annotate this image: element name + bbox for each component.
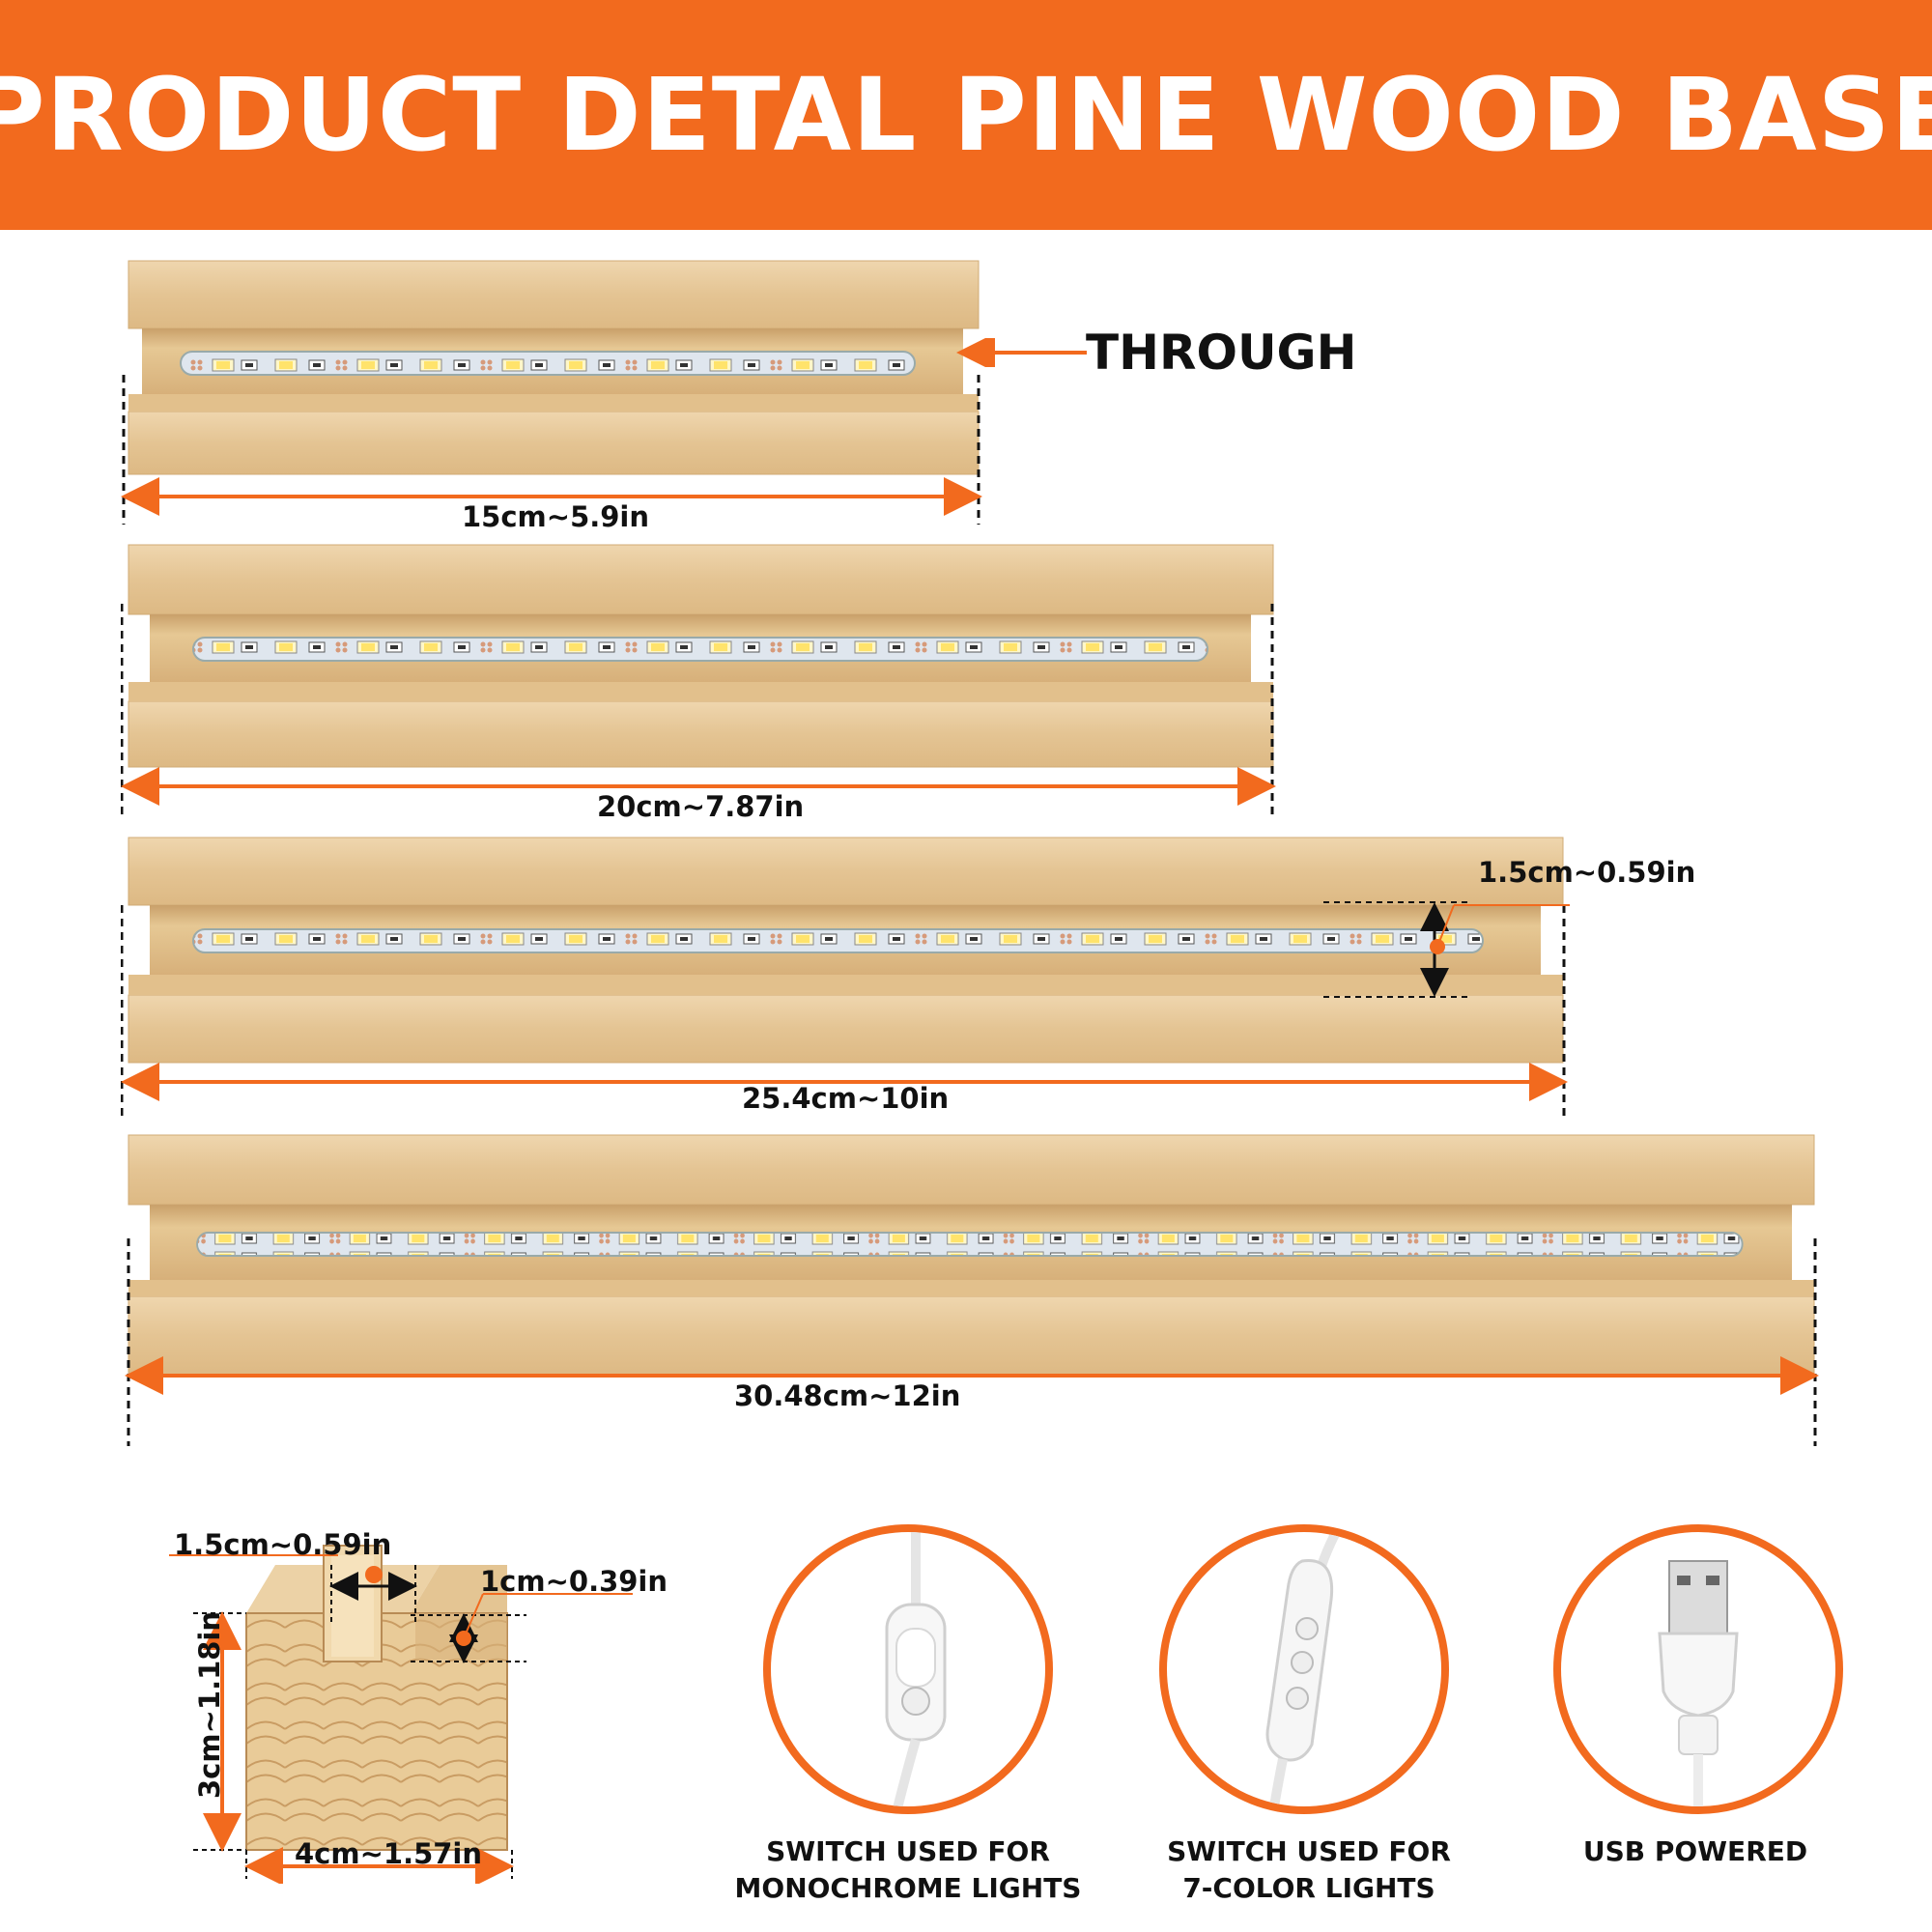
through-pointer-arrow [956,338,1087,367]
wood-base-30-48cm [121,1132,1821,1451]
remote-dimmer-icon [1265,1532,1341,1806]
page-title: PRODUCT DETAL PINE WOOD BASE [0,56,1932,174]
wood-base-25-4cm [121,833,1570,1122]
wood-base-20cm-illustration [121,544,1276,816]
cross-section-height-label: 3cm~1.18in [193,1610,226,1799]
wood-base-15cm-illustration [121,260,982,525]
cross-section-groove-width-label: 1.5cm~0.59in [174,1528,392,1561]
caption-7-color-switch: SWITCH USED FOR 7-COLOR LIGHTS [1167,1835,1451,1904]
caption-monochrome-switch: SWITCH USED FOR MONOCHROME LIGHTS [734,1835,1082,1904]
wood-base-15cm [121,259,990,529]
usb-plug-icon [1658,1560,1739,1806]
accessory-7-color-switch [1159,1524,1449,1814]
cross-section-illustration [169,1545,633,1884]
through-label: THROUGH [1086,325,1357,381]
wood-base-20cm [121,541,1280,821]
cross-section-groove-depth-label: 1cm~0.39in [480,1565,668,1598]
inline-switch-icon [885,1532,947,1806]
cross-section-diagram [169,1517,671,1884]
wood-base-30-48cm-illustration [125,1134,1819,1446]
accessory-usb-power [1553,1524,1843,1814]
length-label-30-48cm: 30.48cm~12in [734,1379,961,1412]
length-label-20cm: 20cm~7.87in [597,790,805,823]
cross-section-width-label: 4cm~1.57in [295,1837,483,1870]
caption-usb-power: USB POWERED [1582,1835,1808,1867]
length-label-25-4cm: 25.4cm~10in [742,1082,950,1115]
title-banner: PRODUCT DETAL PINE WOOD BASE [0,0,1932,230]
length-label-15cm: 15cm~5.9in [462,500,650,533]
wood-base-25-4cm-illustration [121,837,1570,1118]
groove-depth-label: 1.5cm~0.59in [1478,856,1696,889]
accessory-monochrome-switch [763,1524,1053,1814]
